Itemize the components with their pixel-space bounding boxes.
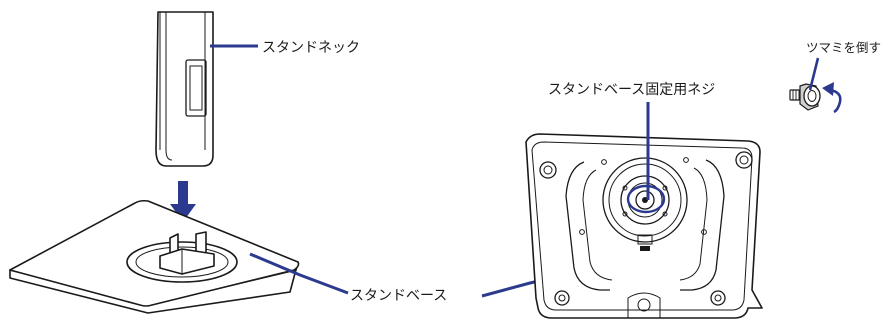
stand-base-left (9, 199, 300, 314)
rotate-arrow-icon (822, 82, 842, 114)
label-stand-neck: スタンドネック (262, 40, 360, 56)
label-tilt-knob: ツマミを倒す (806, 40, 881, 55)
thumbscrew-icon (789, 83, 821, 111)
arrow-down-icon (170, 181, 196, 222)
label-base-screw: スタンドベース固定用ネジ (548, 82, 715, 98)
stand-base-right (525, 133, 763, 319)
stand-neck (155, 11, 214, 167)
label-stand-base: スタンドベース (350, 288, 447, 304)
